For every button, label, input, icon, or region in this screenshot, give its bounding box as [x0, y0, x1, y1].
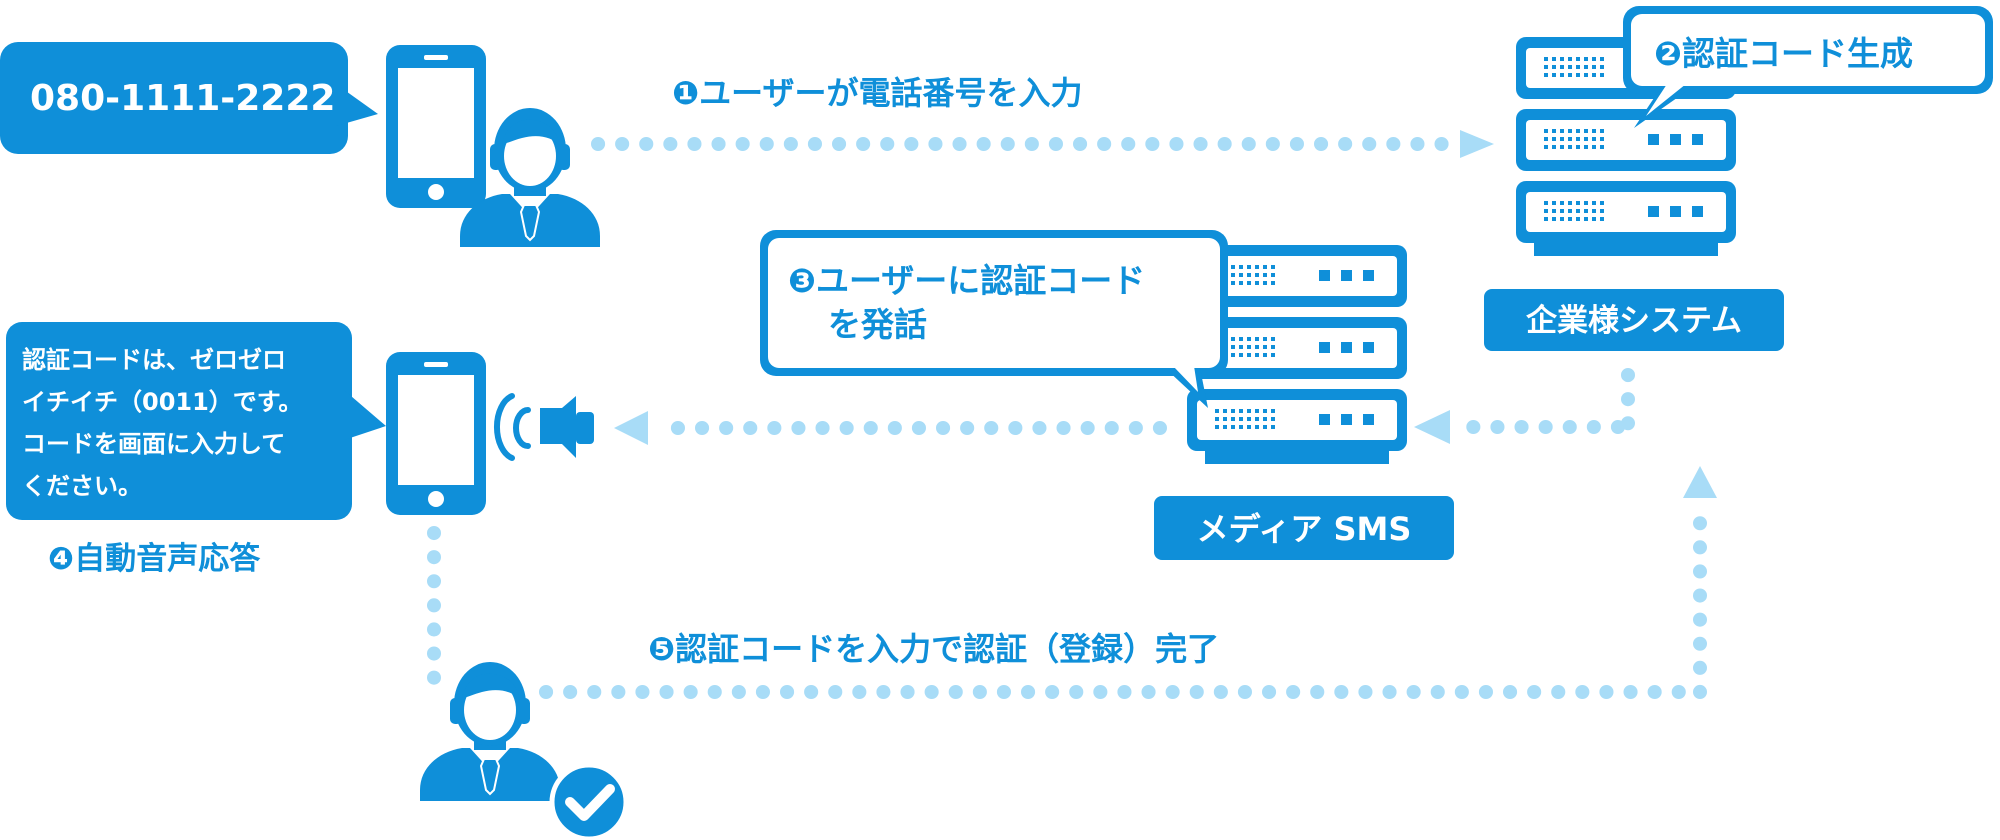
step5-label: ❺認証コードを入力で認証（登録）完了 — [648, 630, 1219, 668]
speaker-icon — [493, 393, 594, 461]
voice-message-line3: コードを画面に入力して — [22, 430, 285, 458]
media-sms-label-box: メディア SMS — [1154, 496, 1454, 560]
smartphone-icon — [386, 352, 486, 515]
arrowhead-left — [1414, 410, 1450, 444]
step3-label-line1: ❸ユーザーに認証コード — [788, 261, 1145, 300]
company-system-label-box: 企業様システム — [1484, 289, 1784, 351]
phone-number-bubble: 080-1111-2222 — [0, 42, 378, 154]
connector-step5 — [427, 466, 1717, 699]
company-system-label: 企業様システム — [1526, 303, 1742, 339]
voice-message-bubble: 認証コードは、ゼロゼロ イチイチ（0011）です。 コードを画面に入力して くだ… — [6, 322, 386, 520]
step3-label-line2: を発話 — [828, 305, 927, 344]
arrowhead-left — [614, 411, 648, 445]
arrowhead-up — [1683, 466, 1717, 498]
step3-bubble: ❸ユーザーに認証コード を発話 — [760, 230, 1228, 408]
user-icon — [419, 661, 561, 802]
media-sms-label: メディア SMS — [1197, 510, 1412, 548]
voice-message-line2: イチイチ（0011）です。 — [22, 388, 302, 416]
step2-bubble: ❷認証コード生成 — [1623, 6, 1993, 128]
phone-number-text: 080-1111-2222 — [30, 78, 335, 119]
step4-label: ❹自動音声応答 — [48, 541, 261, 577]
step2-label: ❷認証コード生成 — [1654, 34, 1913, 73]
check-icon — [549, 762, 629, 840]
step1-label: ❶ユーザーが電話番号を入力 — [672, 74, 1082, 112]
smartphone-icon — [386, 45, 486, 208]
connector-system-to-sms — [1414, 368, 1635, 444]
voice-message-line4: ください。 — [22, 472, 142, 500]
voice-message-line1: 認証コードは、ゼロゼロ — [22, 346, 286, 374]
connector-step1 — [591, 130, 1494, 158]
arrowhead-right — [1460, 130, 1494, 158]
connector-sms-to-phone — [614, 411, 1167, 445]
